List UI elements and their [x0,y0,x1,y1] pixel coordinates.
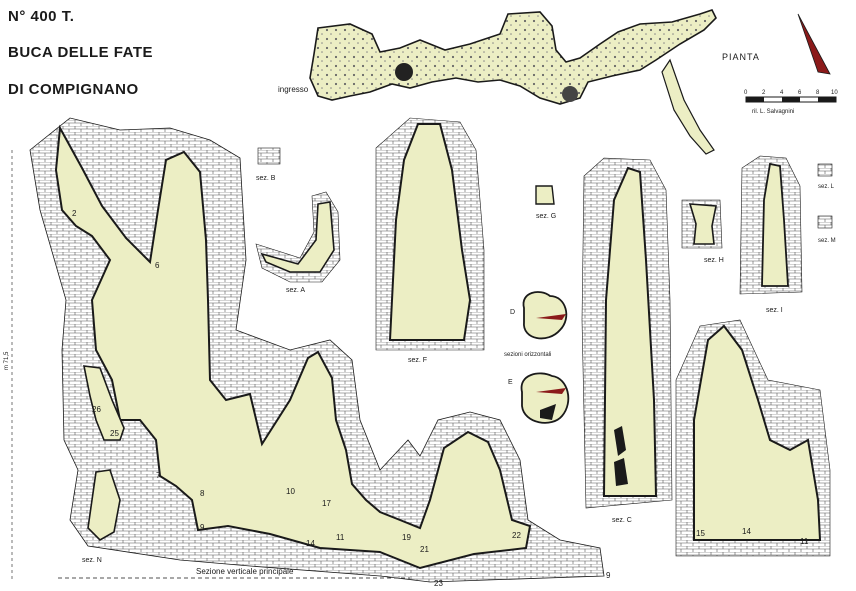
section-marker-e: E [508,379,513,386]
section-n [87,469,121,541]
section-b: sez. B [256,147,281,182]
section-label-i: sez. I [766,307,783,314]
scale-tick: 6 [798,90,802,96]
section-label-h: sez. H [704,257,724,264]
section-f: sez. F [375,117,485,364]
station-number: 25 [110,429,119,438]
station-number: 17 [322,499,331,508]
section-marker-d: D [510,309,515,316]
station-number: 11 [336,533,345,542]
plan-label: PIANTA [722,52,760,62]
plan-rock [395,63,413,81]
plan-passage [661,58,715,155]
station-number: 26 [92,405,101,414]
entrance-label: ingresso [278,85,309,94]
section-h: sez. H [681,199,724,264]
station-number: 7 [156,471,161,480]
cave-void [54,124,532,570]
section-c: sez. C [581,157,673,524]
side-passage-left [82,365,125,441]
title-cave-name: BUCA DELLE FATE [8,44,153,61]
section-label-a: sez. A [286,287,305,294]
section-label-m: sez. M [818,238,836,244]
title-cave-number: N° 400 T. [8,8,75,25]
scale-tick: 2 [762,90,766,96]
station-number: 21 [420,545,429,554]
section-label-n: sez. N [82,557,102,564]
station-number: 15 [696,529,705,538]
plan-rock [562,86,578,102]
section-label-f: sez. F [408,357,427,364]
station-number: 6 [155,261,160,270]
section-a: sez. A [255,191,341,294]
station-number: 8 [200,489,205,498]
station-number: 9 [606,571,611,580]
horizontal-sections-label: sezioni orizzontali [504,352,551,358]
section-label-l: sez. L [818,184,835,190]
section-label-c: sez. C [612,517,632,524]
title-location: DI COMPIGNANO [8,81,139,98]
station-number: 19 [402,533,411,542]
plan-view: ingresso PIANTA 0 2 4 6 8 10 ril. L. Sal… [278,9,838,155]
station-number: 2 [72,209,77,218]
vertical-scale-label: m 71,5 [4,351,10,370]
section-i: sez. I [739,155,803,314]
section-label-g: sez. G [536,213,556,220]
station-number: 14 [742,527,751,536]
section-m: sez. M [817,215,836,244]
section-l: sez. L [817,163,835,190]
scale-tick: 10 [831,90,838,96]
scale-bar: 0 2 4 6 8 10 ril. L. Salvagnini [744,90,838,115]
scale-tick: 4 [780,90,784,96]
section-label-b: sez. B [256,175,276,182]
horizontal-sections: D sezioni orizzontali E [504,291,570,424]
section-right-large: 15 14 11 [675,319,831,557]
author-credit: ril. L. Salvagnini [752,109,794,115]
scale-tick: 8 [816,90,820,96]
station-number: 23 [434,579,443,588]
main-section-label: Sezione verticale principale [196,567,294,576]
station-number: 14 [306,539,315,548]
section-g: sez. G [535,185,556,220]
station-number: 11 [800,537,809,546]
station-number: 22 [512,531,521,540]
station-number: 10 [286,487,295,496]
north-arrow-icon [797,13,831,75]
main-vertical-section: sez. N Sezione verticale principale m 71… [4,117,611,588]
scale-tick: 0 [744,90,748,96]
plan-outline [309,9,717,105]
station-number: 9 [200,523,205,532]
